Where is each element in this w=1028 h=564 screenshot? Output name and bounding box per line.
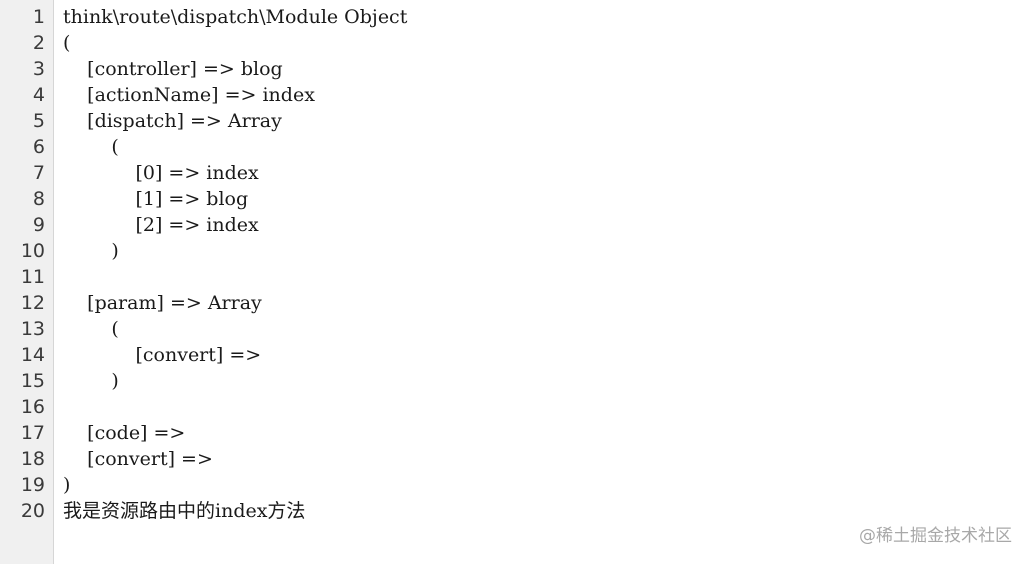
line-number: 12 xyxy=(20,292,45,314)
line-number: 5 xyxy=(32,110,45,132)
code-line: ) xyxy=(63,240,119,262)
line-number: 20 xyxy=(20,500,45,522)
code-line: [convert] => xyxy=(63,448,213,470)
line-number: 10 xyxy=(20,240,45,262)
code-line: [2] => index xyxy=(63,214,259,236)
code-line: [convert] => xyxy=(63,344,262,366)
code-line: ( xyxy=(63,318,119,340)
line-number: 3 xyxy=(32,58,45,80)
code-line: ( xyxy=(63,136,119,158)
line-number: 18 xyxy=(20,448,45,470)
line-number-gutter: 1 2 3 4 5 6 7 8 9 10 11 12 13 14 15 16 1… xyxy=(0,0,54,564)
line-number: 2 xyxy=(32,32,45,54)
code-line: [1] => blog xyxy=(63,188,249,210)
line-number: 6 xyxy=(32,136,45,158)
code-line: 我是资源路由中的index方法 xyxy=(63,500,306,522)
line-number: 7 xyxy=(32,162,45,184)
line-number: 11 xyxy=(20,266,45,288)
code-line: [param] => Array xyxy=(63,292,262,314)
line-number: 8 xyxy=(32,188,45,210)
code-line: [controller] => blog xyxy=(63,58,283,80)
line-number: 1 xyxy=(32,6,45,28)
code-line: think\route\dispatch\Module Object xyxy=(63,6,408,28)
line-number: 16 xyxy=(20,396,45,418)
code-line: [0] => index xyxy=(63,162,259,184)
line-number: 17 xyxy=(20,422,45,444)
line-number: 9 xyxy=(32,214,45,236)
line-number: 13 xyxy=(20,318,45,340)
line-number: 19 xyxy=(20,474,45,496)
code-line: [actionName] => index xyxy=(63,84,315,106)
code-line: [dispatch] => Array xyxy=(63,110,282,132)
watermark: @稀土掘金技术社区 xyxy=(859,526,1012,546)
line-number: 15 xyxy=(20,370,45,392)
line-number: 4 xyxy=(32,84,45,106)
code-line: ) xyxy=(63,474,71,496)
code-line: ) xyxy=(63,370,119,392)
code-line: [code] => xyxy=(63,422,186,444)
line-number: 14 xyxy=(20,344,45,366)
code-line: ( xyxy=(63,32,71,54)
